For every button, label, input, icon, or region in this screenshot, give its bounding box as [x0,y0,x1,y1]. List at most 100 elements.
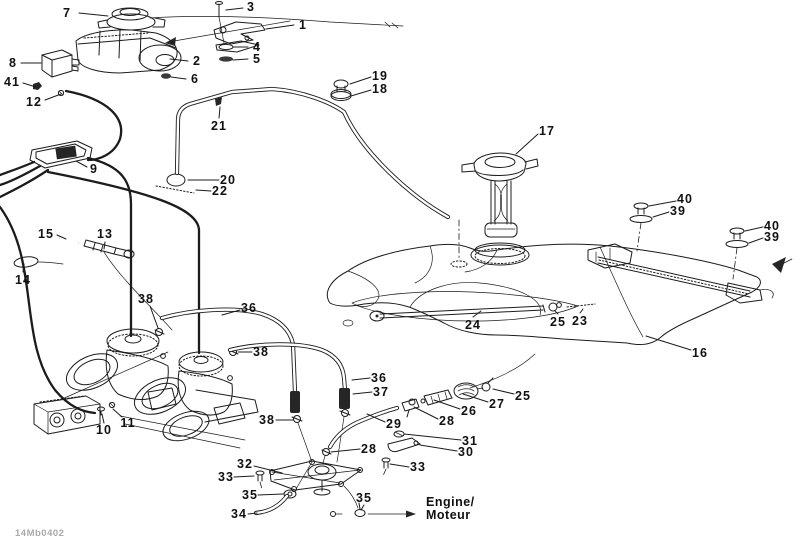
fuel-gauge-assembly [461,152,539,266]
part-label-39: 39 [670,204,686,218]
part-label-33: 33 [218,470,234,484]
leader-line-37 [352,391,373,395]
part-label-17: 17 [539,124,555,138]
part-label-35: 35 [356,491,372,505]
fuel-pump [33,395,116,435]
leader-line-7 [78,12,109,17]
part-label-37: 37 [373,385,389,399]
part-label-14: 14 [15,273,31,287]
part-label-36: 36 [371,371,387,385]
leader-line-15 [56,234,67,240]
watermark: 14Mb0402 [15,528,65,539]
leader-line-25 [554,310,559,315]
part-label-2: 2 [193,54,201,68]
leader-line-10 [101,413,105,424]
leader-line-39 [652,211,670,218]
part-label-22: 22 [212,184,228,198]
leader-line-1 [265,24,295,30]
leader-line-28 [330,448,361,453]
engine-callout-line1: Engine/ [426,495,475,509]
part-label-33: 33 [410,460,426,474]
part-label-40: 40 [677,192,693,206]
leader-line-6 [170,76,187,80]
part-label-29: 29 [386,417,402,431]
part-label-31: 31 [462,434,478,448]
part-label-34: 34 [231,507,247,521]
leader-line-13 [103,241,106,250]
part-label-24: 24 [465,318,481,332]
leader-line-5 [232,58,249,61]
leader-line-31 [403,433,462,441]
part-label-12: 12 [26,95,42,109]
part-label-40: 40 [764,219,780,233]
part-label-36: 36 [241,301,257,315]
leader-line-27 [462,393,489,403]
leader-line-26 [433,399,461,410]
fuel-tank [326,243,761,346]
part-label-21: 21 [211,119,227,133]
part-label-13: 13 [97,227,113,241]
leader-line-17 [515,133,539,155]
leader-line-35 [360,504,365,511]
part-label-38: 38 [138,292,154,306]
part-label-35: 35 [242,488,258,502]
part-label-27: 27 [489,397,505,411]
vent-line [155,79,468,268]
leader-line-9 [75,160,88,168]
part-label-15: 15 [38,227,54,241]
part-label-16: 16 [692,346,708,360]
part-label-20: 20 [220,173,236,187]
leader-line-12 [44,93,62,101]
engine-callout-line2: Moteur [426,508,471,522]
leader-line-22 [195,189,212,192]
part-label-5: 5 [253,52,261,66]
leader-line-29 [366,413,386,423]
primer-assembly [33,1,404,97]
part-label-26: 26 [461,404,477,418]
leader-line-24 [472,310,482,318]
leader-line-30 [419,444,458,452]
leader-line-33 [389,463,410,468]
leader-line-34 [247,512,258,515]
leader-line-23 [579,308,584,314]
leader-line-40 [648,200,677,207]
part-label-28: 28 [361,442,377,456]
leader-line-11 [112,408,123,418]
part-label-19: 19 [372,69,388,83]
filter-assembly [253,448,416,518]
carburetor-assembly [65,328,259,449]
leader-line-3 [225,7,244,11]
cable-adjusters [13,236,173,331]
part-label-11: 11 [120,416,136,430]
leader-line-38 [149,305,159,329]
engine-arrow-head [406,510,416,518]
leader-line-25 [492,388,515,395]
leader-line-36 [351,377,371,381]
part-label-3: 3 [247,0,255,14]
leader-line-16 [645,335,692,351]
leader-line-19 [349,76,372,85]
leader-line-36 [221,309,241,316]
leader-line-41 [22,82,37,88]
fuel-hoses [159,307,351,463]
part-label-9: 9 [90,162,98,176]
part-label-41: 41 [4,75,20,89]
part-label-10: 10 [96,423,112,437]
part-label-25: 25 [550,315,566,329]
part-label-32: 32 [237,457,253,471]
part-label-25: 25 [515,389,531,403]
engine-callout: Engine/ Moteur [426,496,475,522]
part-label-23: 23 [572,314,588,328]
retainer-strip [587,202,793,304]
leader-line-14 [22,263,25,273]
part-label-30: 30 [458,445,474,459]
part-label-1: 1 [299,18,307,32]
leader-line-21 [218,106,221,119]
leader-line-39 [748,237,764,244]
part-label-6: 6 [191,72,199,86]
leader-line-33 [233,475,255,478]
part-label-7: 7 [63,6,71,20]
leader-line-18 [350,89,372,97]
